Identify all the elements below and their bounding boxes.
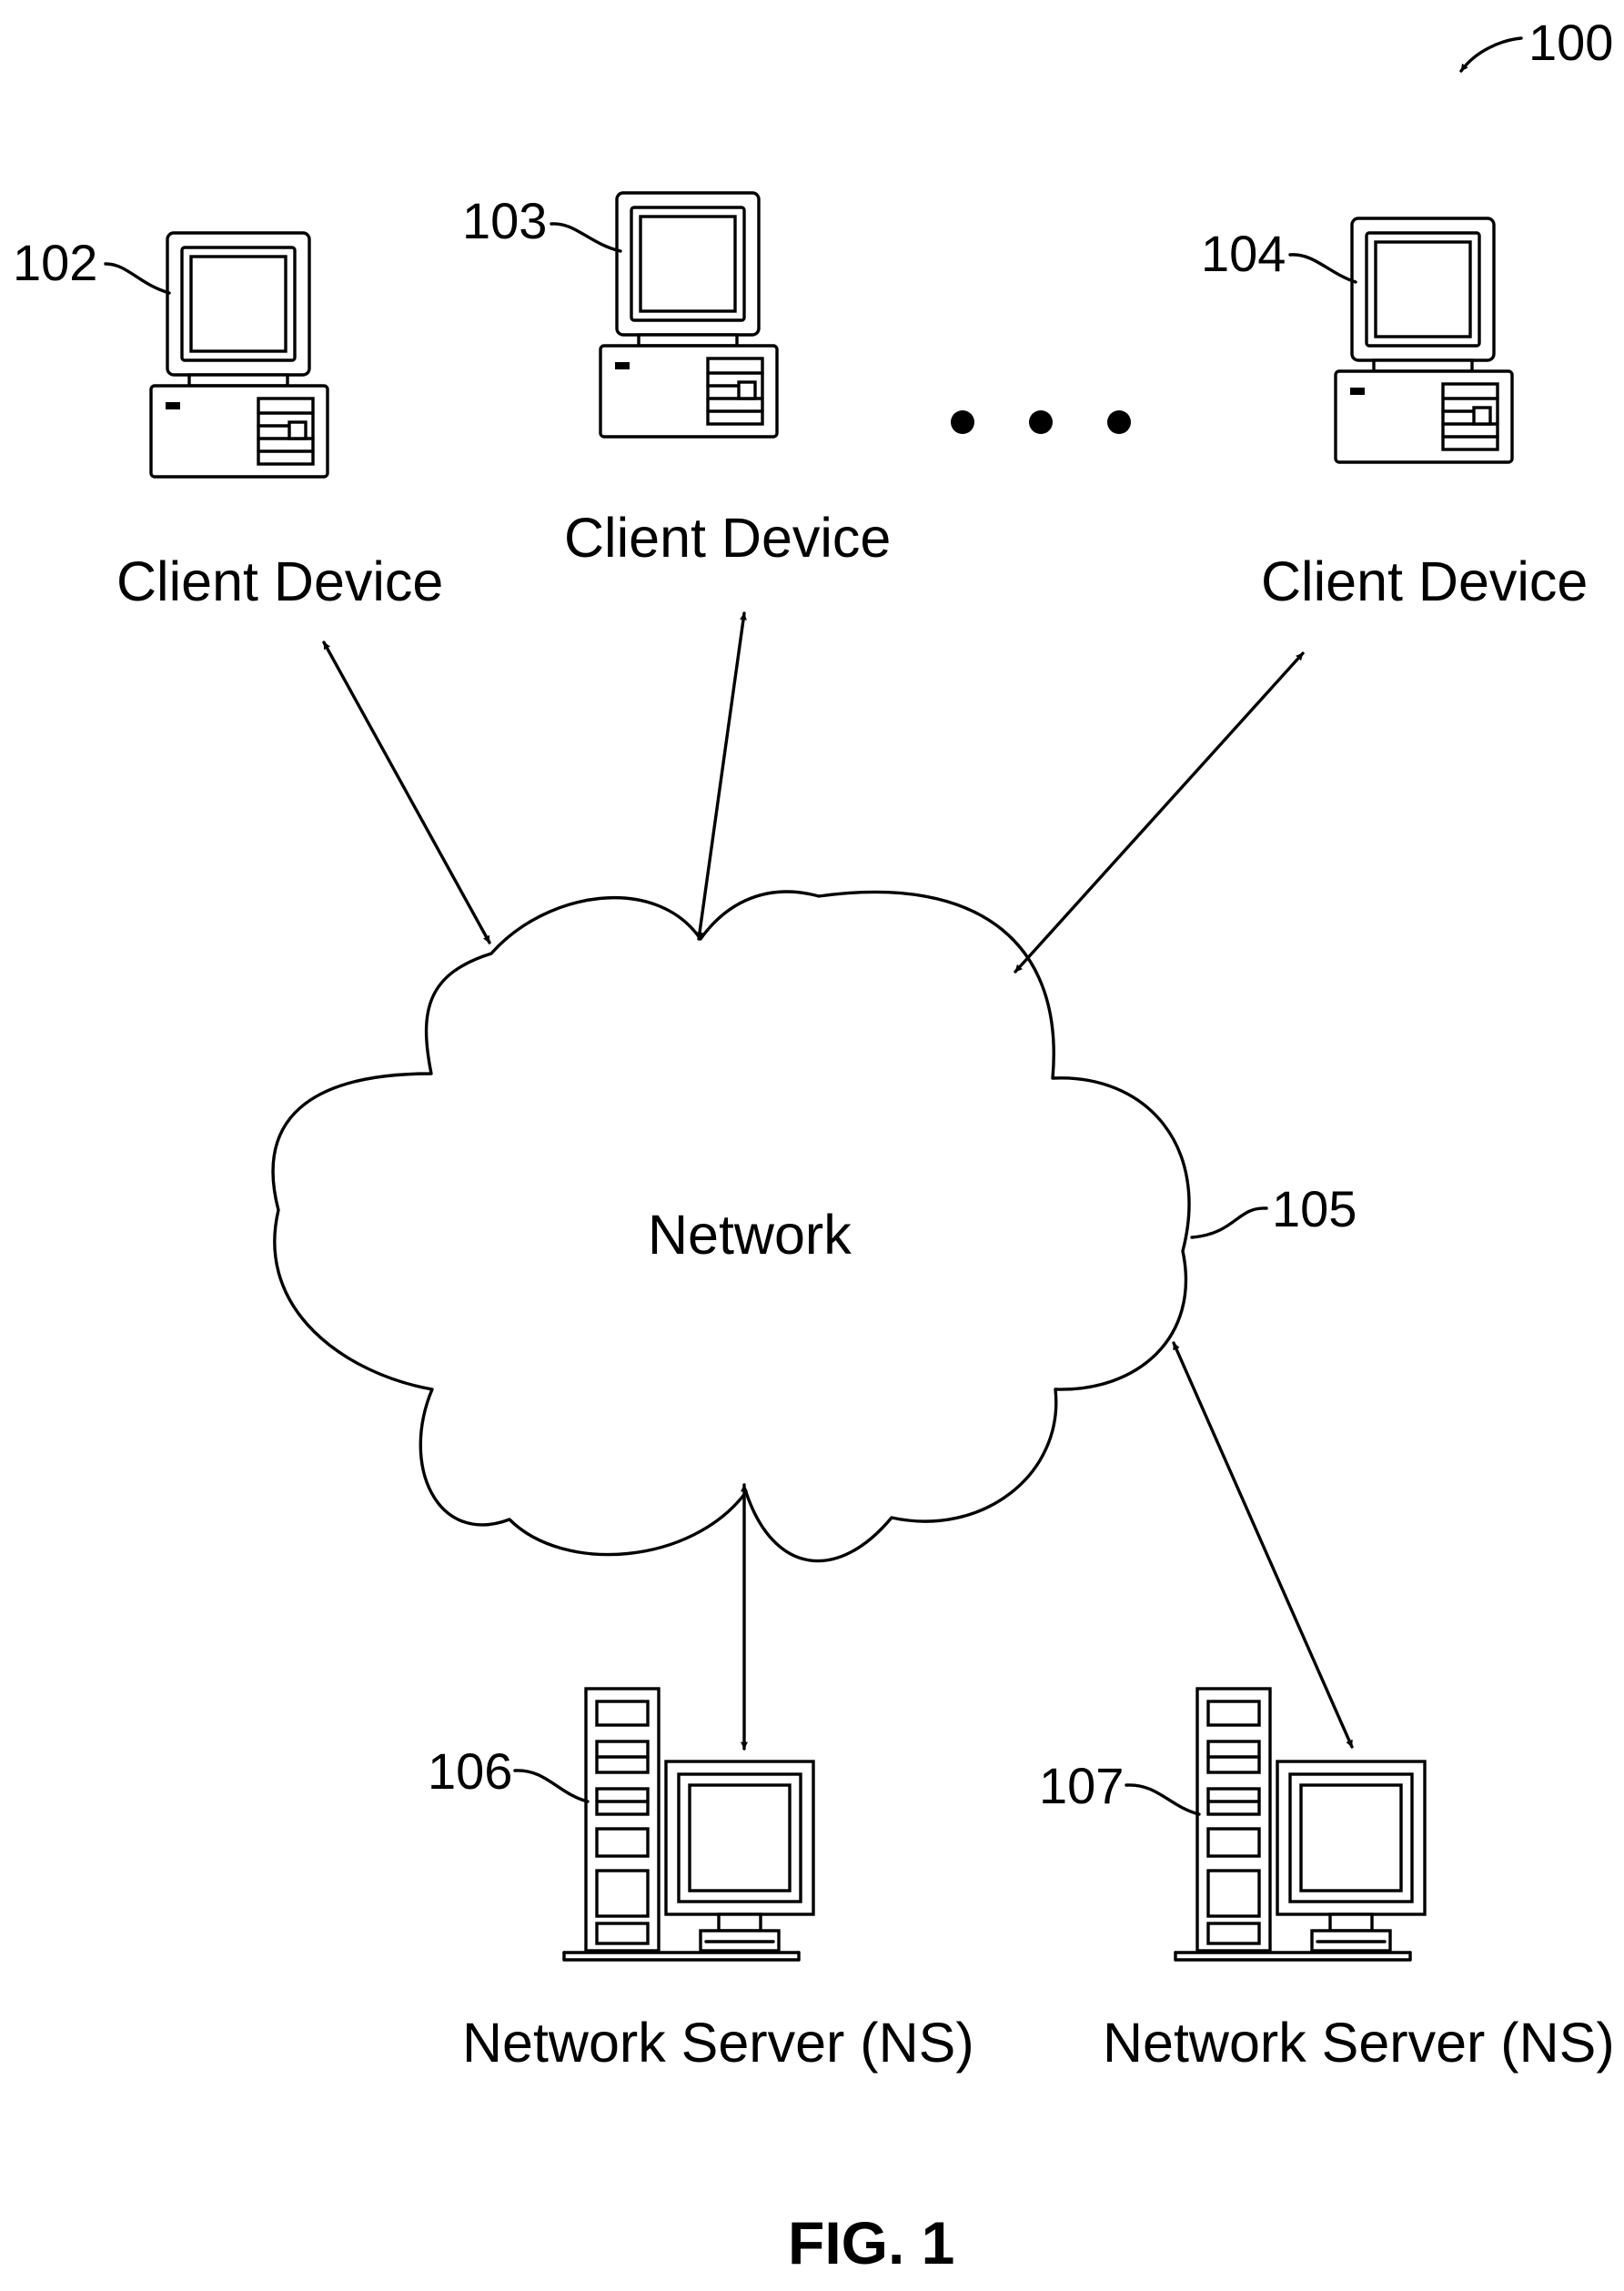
server-ref-107: 107 (1039, 1757, 1124, 1814)
server-tower-icon (1175, 1689, 1425, 1960)
bidirectional-arrow-icon (1174, 1343, 1352, 1747)
client-ref-104: 104 (1201, 225, 1286, 282)
client-ref-leader (1290, 255, 1356, 282)
client-label: Client Device (116, 550, 443, 612)
bidirectional-arrow-icon (1015, 653, 1303, 972)
client-label: Client Device (1261, 550, 1588, 612)
figure-caption: FIG. 1 (788, 2209, 954, 2276)
client-ref-102: 102 (13, 234, 97, 291)
client-device-103: 103 Client Device (462, 192, 891, 569)
client-device-102: 102 Client Device (13, 233, 443, 612)
network-label: Network (648, 1204, 852, 1266)
server-ref-leader (1126, 1785, 1199, 1814)
network-ref: 105 (1272, 1180, 1357, 1237)
client-ref-leader (106, 264, 169, 293)
client-label: Client Device (564, 507, 891, 569)
figure-ref-leader (1461, 38, 1521, 71)
server-ref-leader (515, 1771, 588, 1802)
client-device-104: 104 Client Device (1201, 218, 1588, 612)
network-server-106: 106 Network Server (NS) (428, 1689, 974, 2074)
figure-ref-label: 100 (1528, 14, 1613, 71)
ellipsis-icon (951, 410, 1131, 434)
client-ref-leader (551, 224, 620, 251)
desktop-computer-icon (1336, 218, 1512, 462)
server-tower-icon (564, 1689, 813, 1960)
bidirectional-arrow-icon (699, 613, 744, 939)
network-cloud: Network 105 (273, 892, 1357, 1561)
server-ref-106: 106 (428, 1742, 512, 1800)
desktop-computer-icon (151, 233, 328, 477)
client-ref-103: 103 (462, 192, 547, 249)
desktop-computer-icon (600, 193, 777, 437)
server-label: Network Server (NS) (1103, 2012, 1615, 2074)
bidirectional-arrow-icon (324, 642, 489, 943)
server-label: Network Server (NS) (462, 2012, 974, 2074)
network-ref-leader (1192, 1208, 1266, 1237)
network-server-107: 107 Network Server (NS) (1039, 1689, 1615, 2074)
